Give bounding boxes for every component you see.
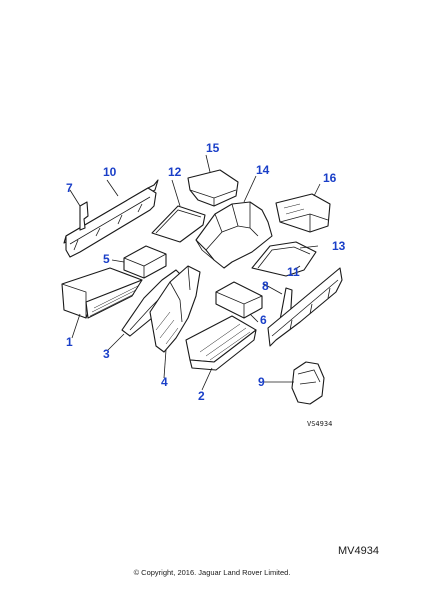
callout-4: 4 [161, 375, 168, 389]
callout-2: 2 [198, 389, 205, 403]
part-1-front-mat [61, 267, 143, 319]
leader-lines [69, 154, 321, 391]
part-16-rear-panel [275, 193, 331, 233]
copyright-notice: © Copyright, 2016. Jaguar Land Rover Lim… [134, 568, 291, 577]
callout-6: 6 [260, 313, 267, 327]
part-7-bracket [79, 201, 89, 231]
part-12-pad [151, 205, 206, 243]
callout-10: 10 [103, 165, 117, 179]
callout-13: 13 [332, 239, 346, 253]
callout-1: 1 [66, 335, 73, 349]
figure-code: MV4934 [338, 545, 379, 557]
part-9-moulded-cover [291, 361, 325, 405]
callout-9: 9 [258, 375, 265, 389]
callout-12: 12 [168, 165, 182, 179]
part-5-block [123, 245, 167, 279]
callout-15: 15 [206, 141, 220, 155]
drawing-reference: VS4934 [307, 420, 332, 428]
part-15-cover [187, 169, 239, 207]
part-11-side-panel [267, 267, 343, 347]
part-13-pad [251, 241, 317, 277]
callout-7: 7 [66, 181, 73, 195]
callout-11: 11 [287, 265, 300, 279]
callout-16: 16 [323, 171, 337, 185]
part-6-block [215, 281, 263, 319]
part-2-rear-mat [185, 315, 257, 371]
callout-8: 8 [262, 279, 269, 293]
part-14-tunnel [195, 201, 273, 269]
part-10-side-panel [63, 179, 159, 258]
callout-14: 14 [256, 163, 270, 177]
callout-5: 5 [103, 252, 110, 266]
part-4-centre-carpet [149, 265, 201, 353]
callout-3: 3 [103, 347, 110, 361]
